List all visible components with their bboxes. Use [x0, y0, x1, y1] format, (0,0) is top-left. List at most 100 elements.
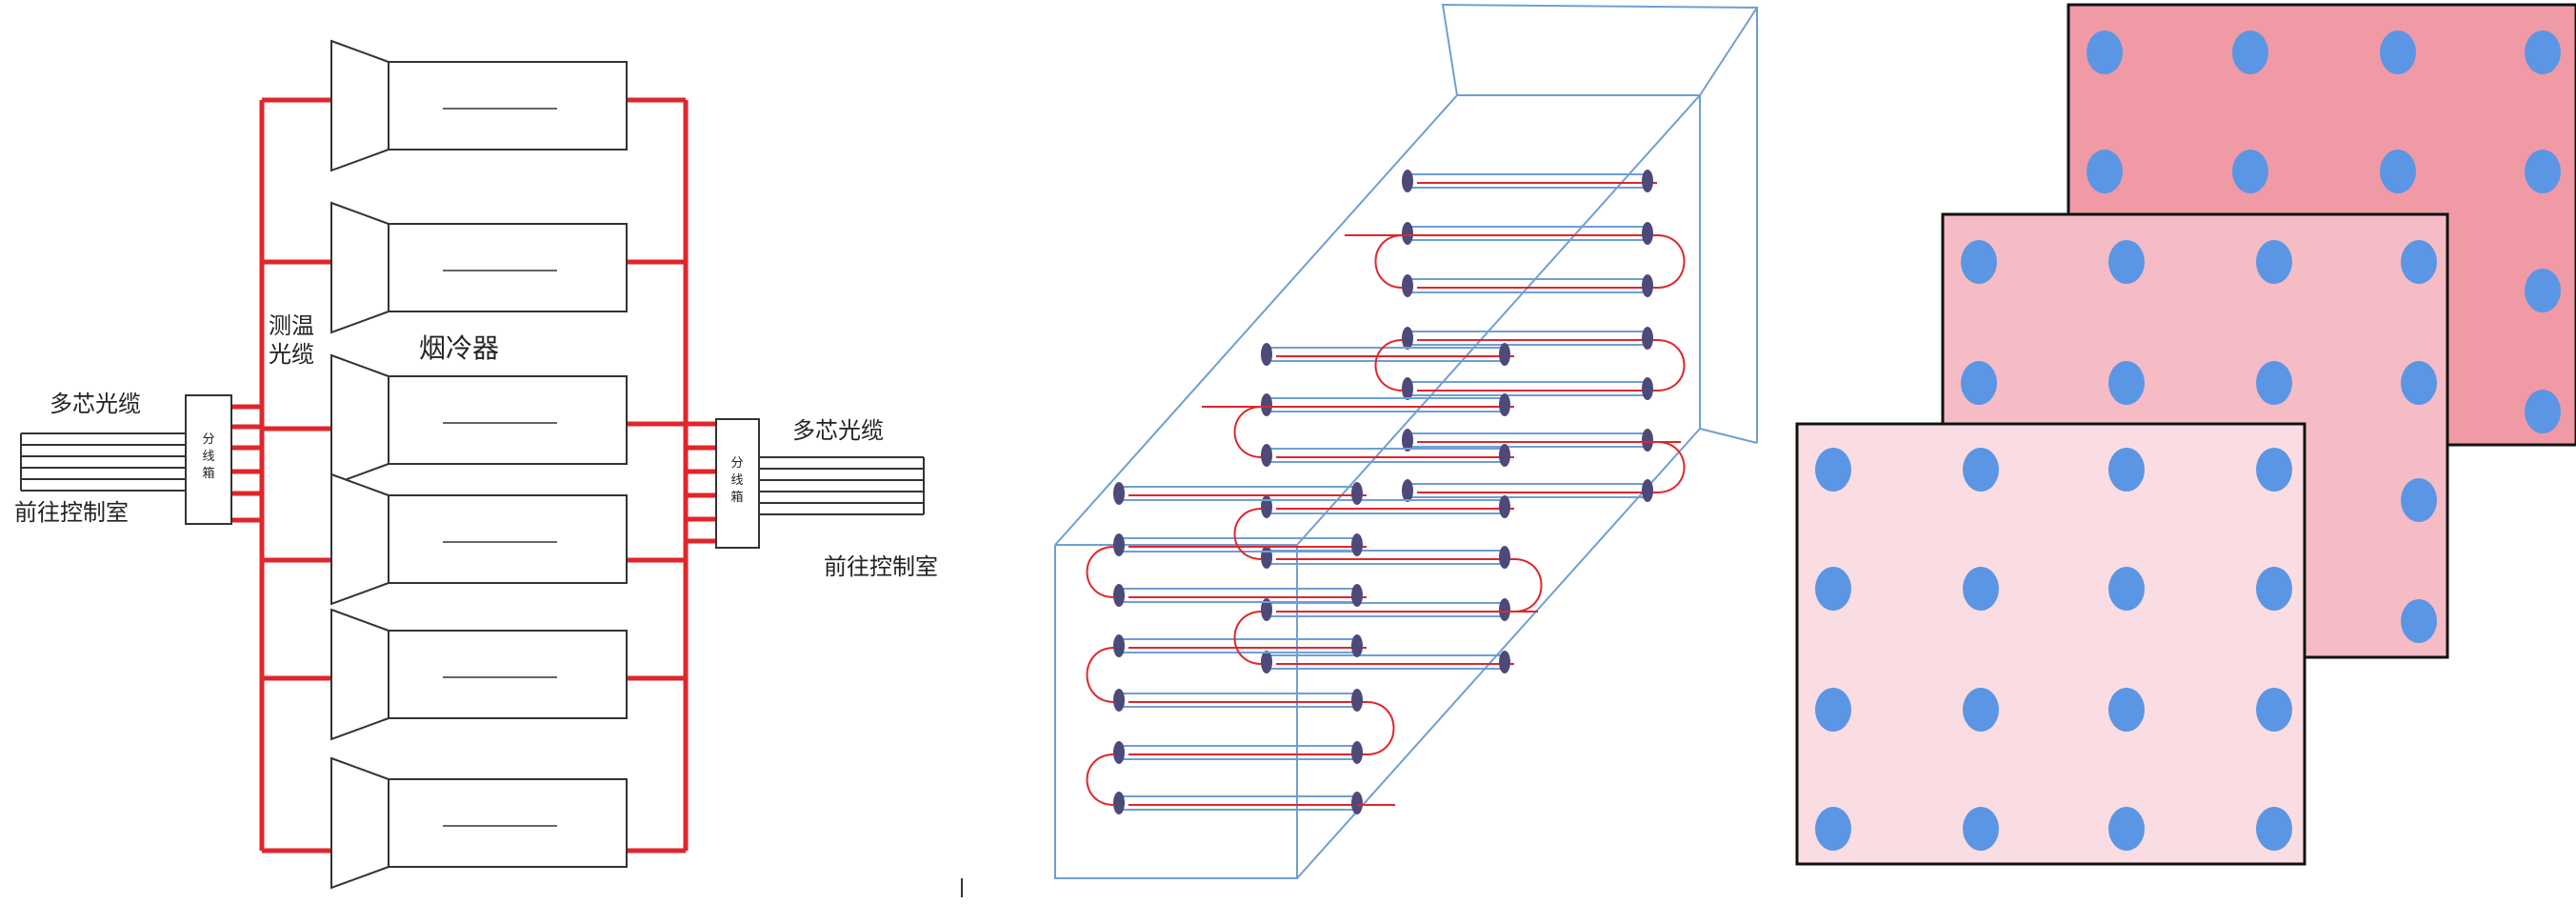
flue-cooler-unit	[330, 201, 628, 334]
tube-end	[1351, 584, 1363, 607]
tube-end	[1351, 482, 1363, 505]
tube-end	[1402, 170, 1413, 192]
sensor-point	[1961, 240, 1997, 284]
fiber-loop	[1656, 441, 1686, 493]
cooler-hood	[330, 608, 389, 741]
finned-tube	[1402, 274, 1657, 297]
sensor-point	[2256, 448, 2292, 492]
label-to-control-room-right: 前往控制室	[824, 553, 938, 580]
sensor-point	[2232, 30, 2268, 74]
tube-end	[1642, 479, 1653, 502]
sensor-plate-stack	[1795, 3, 2576, 866]
tube-end	[1113, 689, 1125, 712]
tube-end	[1261, 651, 1272, 673]
flue-cooler-unit	[330, 353, 628, 487]
sensor-point	[1815, 688, 1851, 732]
sensor-point	[1963, 567, 1999, 611]
multi-core-cable-right	[759, 456, 925, 515]
tube-end	[1499, 546, 1510, 569]
sensor-point	[2380, 30, 2416, 74]
tube-end	[1402, 377, 1413, 400]
tube-end	[1351, 533, 1363, 556]
finned-tube	[1113, 741, 1367, 764]
tube-end	[1642, 170, 1653, 192]
flue-cooler-unit	[330, 608, 628, 741]
sensor-point	[2256, 240, 2292, 284]
finned-tube	[1261, 651, 1514, 673]
tube-end	[1113, 792, 1125, 814]
sensor-point	[2108, 361, 2145, 405]
finned-tube	[1113, 792, 1367, 814]
tube-end	[1642, 377, 1653, 400]
plate-face	[1795, 422, 2306, 866]
finned-tube	[1261, 393, 1514, 416]
tube-end	[1402, 327, 1413, 350]
sensor-point	[1815, 448, 1851, 492]
fiber-loop	[1233, 611, 1263, 665]
finned-tube	[1261, 444, 1514, 467]
wiring-schematic: 分 线 箱 分 线 箱	[14, 39, 963, 897]
tube-end	[1113, 584, 1125, 607]
junction-box-left-char2: 线	[202, 450, 214, 464]
sensor-point	[2525, 390, 2561, 433]
flue-cooler-units	[330, 39, 628, 890]
tube-end	[1261, 598, 1272, 621]
fiber-loop	[1233, 508, 1263, 560]
label-flue-cooler: 烟冷器	[419, 332, 499, 364]
fiber-loop	[1374, 234, 1404, 289]
fiber-winding-loops	[1086, 234, 1686, 806]
finned-tube	[1402, 377, 1657, 400]
finned-tube	[1113, 584, 1367, 607]
tube-end	[1642, 222, 1653, 245]
sensor-point	[1815, 807, 1851, 851]
label-temp-cable-line1: 测温	[269, 312, 314, 339]
sensor-point	[2525, 30, 2561, 74]
finned-tube	[1402, 170, 1657, 192]
sensor-point	[2525, 150, 2561, 193]
label-multi-core-cable-right: 多芯光缆	[792, 417, 884, 444]
finned-tube	[1113, 482, 1367, 505]
tube-end	[1499, 393, 1510, 416]
tube-end	[1261, 495, 1272, 518]
sensor-point	[2401, 599, 2437, 643]
fiber-loop	[1513, 558, 1543, 613]
tube-end	[1351, 689, 1363, 712]
finned-tube	[1261, 343, 1514, 366]
sensor-point	[1963, 807, 1999, 851]
flue-cooler-unit	[330, 39, 628, 172]
cooler-body	[388, 375, 628, 465]
tube-end	[1642, 429, 1653, 452]
cooler-hood	[330, 756, 389, 890]
fiber-loop	[1086, 546, 1115, 598]
junction-box-left-char3: 箱	[202, 466, 214, 481]
junction-box-right-char1: 分	[730, 456, 743, 471]
sensor-point	[2256, 567, 2292, 611]
sensor-point	[2108, 567, 2145, 611]
temperature-fiber-trunk	[231, 97, 716, 854]
tube-bundle-3d	[1054, 3, 1759, 879]
flue-cooler-unit	[330, 756, 628, 890]
tube-end	[1351, 634, 1363, 657]
tube-end	[1499, 495, 1510, 518]
sensor-point	[2401, 361, 2437, 405]
tube-end	[1261, 546, 1272, 569]
tube-end	[1113, 533, 1125, 556]
tube-end	[1642, 327, 1653, 350]
finned-tube	[1113, 533, 1367, 556]
cooler-body	[388, 630, 628, 719]
sensor-point	[2108, 807, 2145, 851]
sensor-point	[2525, 269, 2561, 312]
finned-tube	[1402, 327, 1657, 350]
label-multi-core-cable-left: 多芯光缆	[50, 391, 141, 417]
sensor-point	[2256, 807, 2292, 851]
junction-box-right: 分 线 箱	[715, 418, 760, 549]
sensor-point	[2256, 361, 2292, 405]
tube-end	[1261, 343, 1272, 366]
sensor-point	[2087, 150, 2123, 193]
cooler-body	[388, 61, 628, 151]
tube-end	[1402, 429, 1413, 452]
tube-end	[1402, 479, 1413, 502]
tube-end	[1499, 444, 1510, 467]
fiber-loop	[1233, 406, 1263, 458]
